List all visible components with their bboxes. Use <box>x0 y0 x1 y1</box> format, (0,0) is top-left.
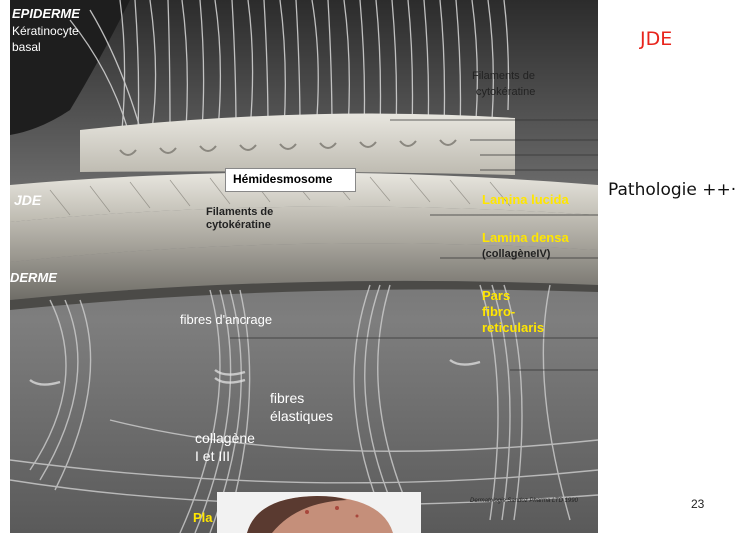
label-lamina-lucida: Lamina lucida <box>482 192 569 207</box>
skin-photo <box>217 492 421 533</box>
label-jde: JDE <box>14 192 41 208</box>
label-filaments-mid-2: cytokératine <box>206 219 271 231</box>
label-collagene-2: I et III <box>195 448 230 464</box>
label-epiderme: EPIDERME <box>12 6 80 21</box>
label-pars-3: reticularis <box>482 320 544 335</box>
label-fibres-ancrage: fibres d'ancrage <box>180 312 272 327</box>
side-note: Pathologie ++· <box>608 180 736 200</box>
label-pla: Pla <box>193 510 213 525</box>
label-basal: basal <box>12 40 41 54</box>
label-pars-2: fibro- <box>482 304 515 319</box>
label-keratinocyte: Kératinocyte <box>12 24 79 38</box>
label-derme: DERME <box>10 270 57 285</box>
label-collagene-1: collagène <box>195 430 255 446</box>
label-fibres-elastiques-2: élastiques <box>270 408 333 424</box>
slide-title: JDE <box>640 28 672 50</box>
label-lamina-densa: Lamina densa <box>482 230 569 245</box>
label-filaments-mid-1: Filaments de <box>206 206 273 218</box>
label-hemidesmosome: Hémidesmosome <box>233 172 332 186</box>
image-credit: Dermatologie Sandoz Pharma LTD 1990 <box>470 498 578 504</box>
page-number: 23 <box>691 497 704 511</box>
label-pars-1: Pars <box>482 288 510 303</box>
label-collagene-iv: (collagèneIV) <box>482 248 550 260</box>
label-filaments-top-2: cytokératine <box>476 86 535 98</box>
label-fibres-elastiques-1: fibres <box>270 390 304 406</box>
label-filaments-top-1: Filaments de <box>472 70 535 82</box>
